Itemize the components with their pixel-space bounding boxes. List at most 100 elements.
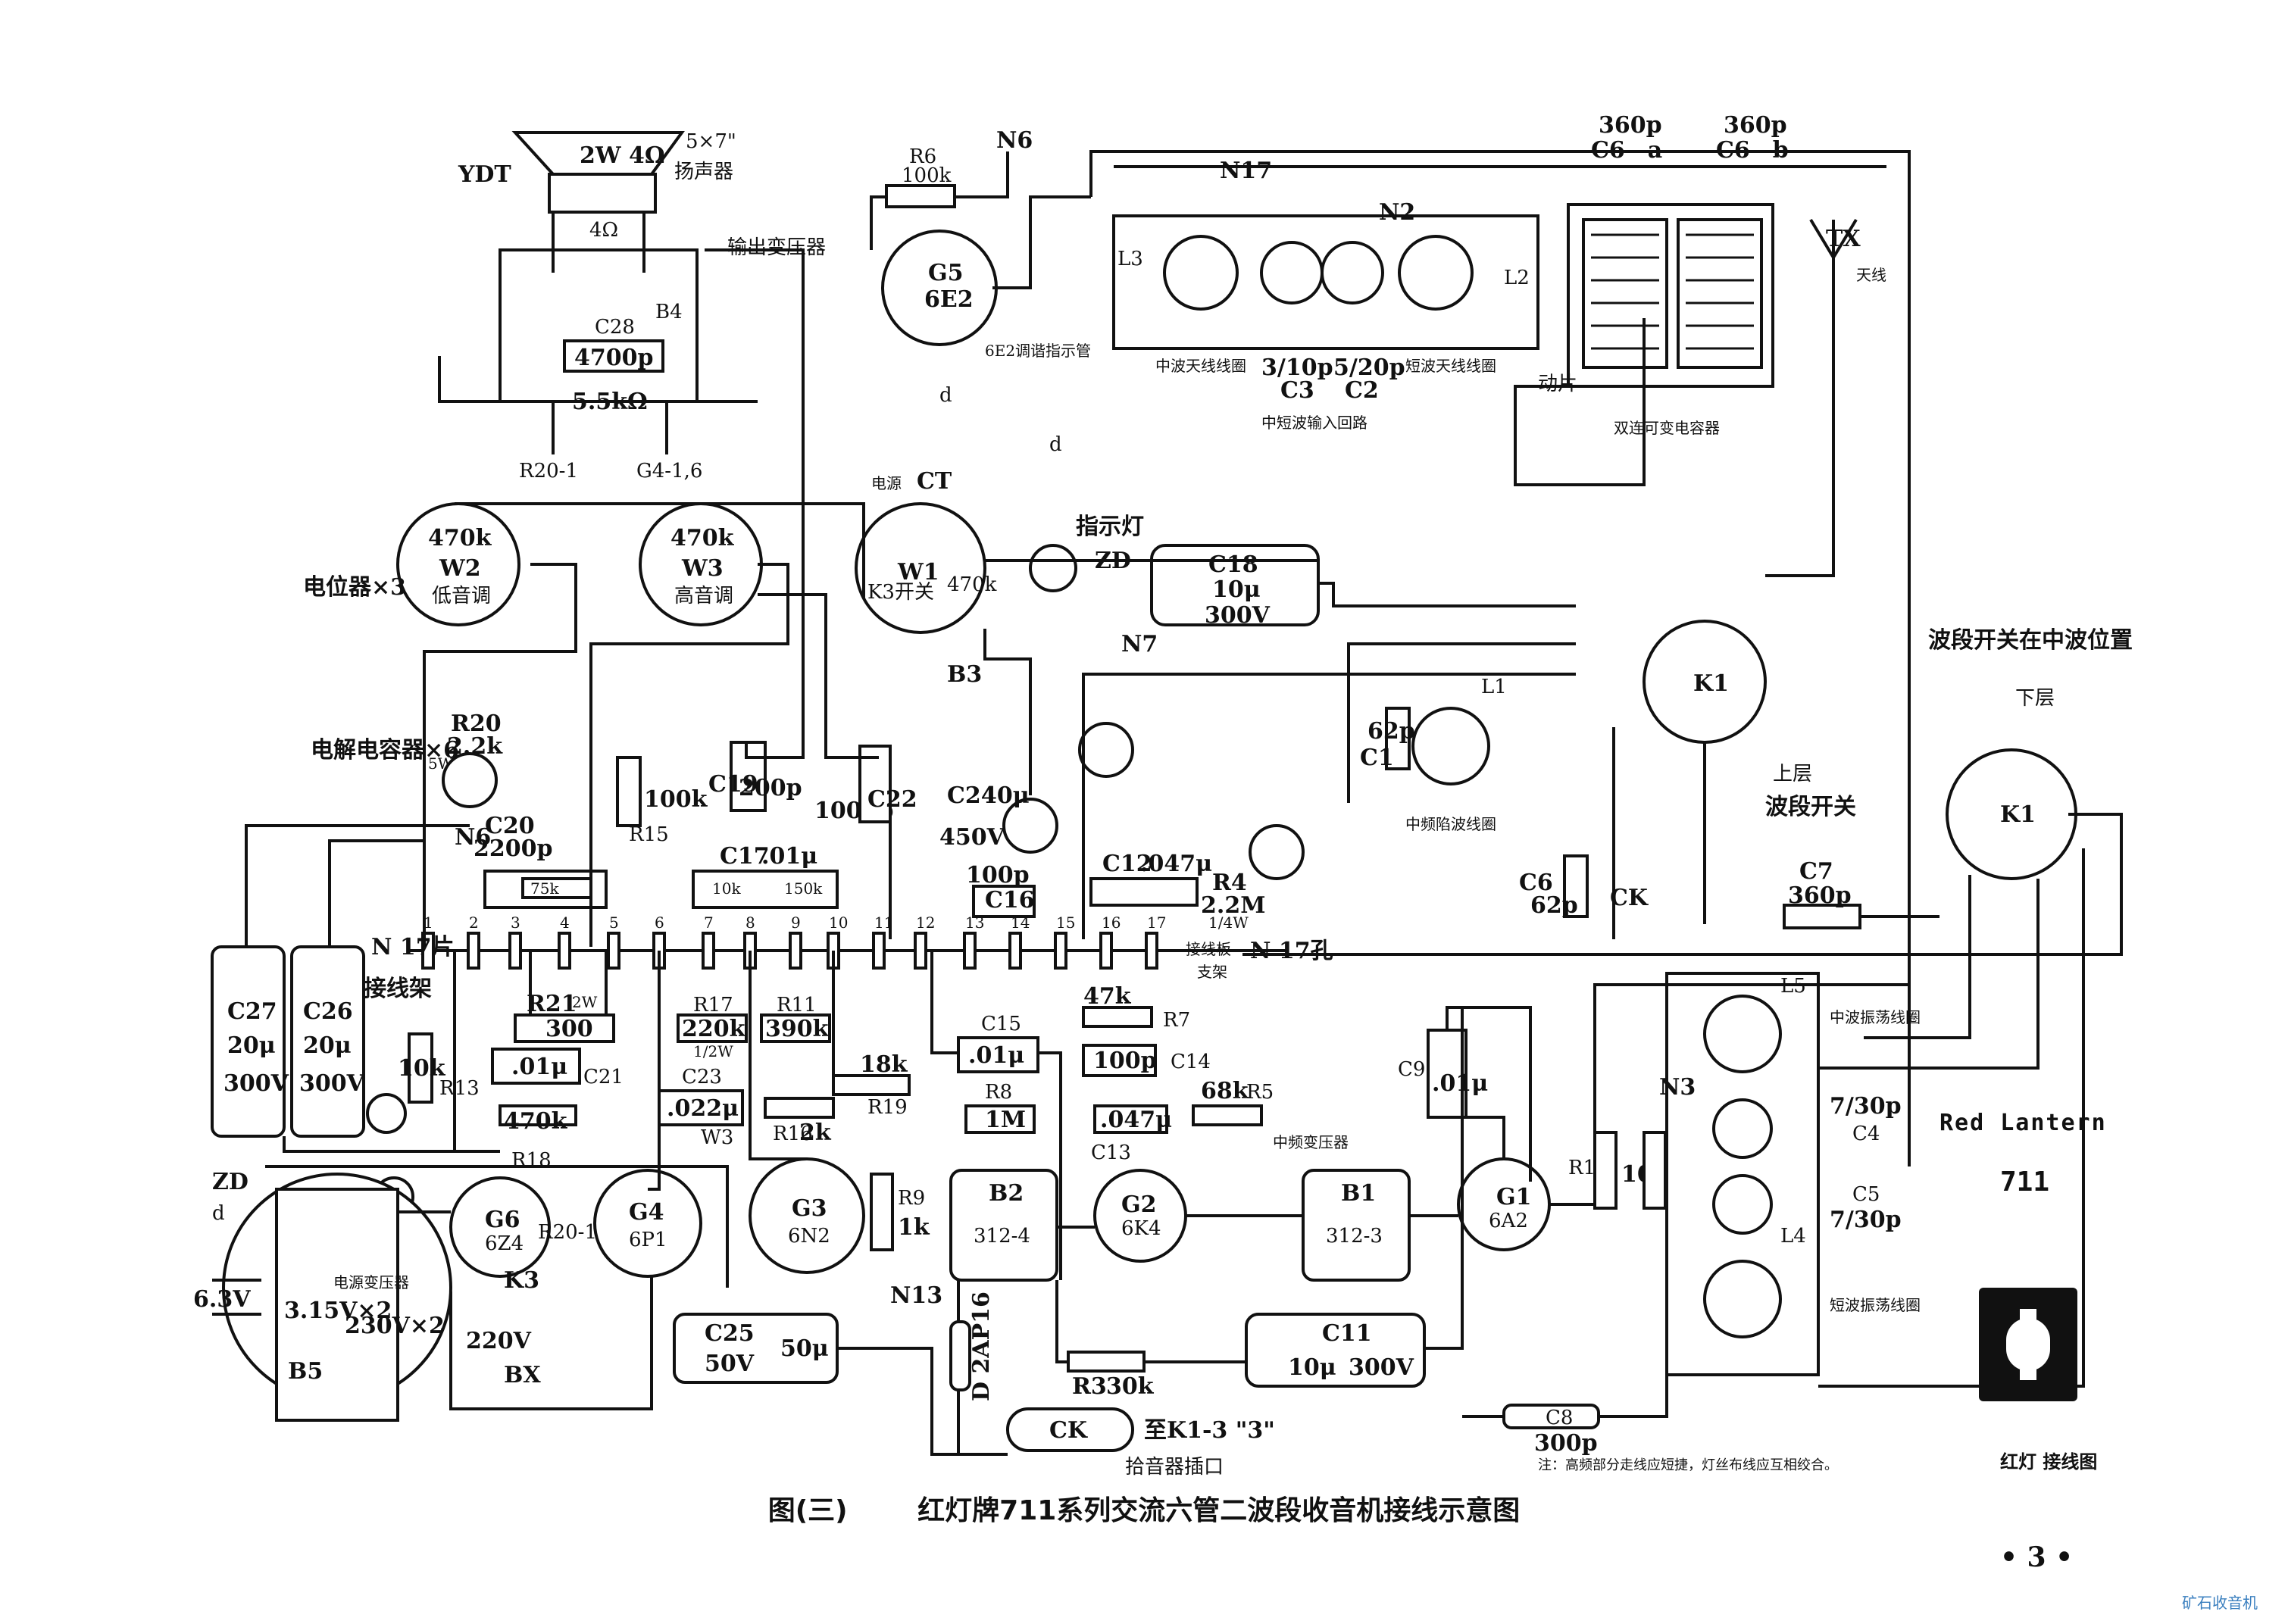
- r19-value: 18k: [860, 1051, 908, 1078]
- c22-label: C22: [867, 786, 917, 813]
- g5-label: G5: [928, 260, 964, 286]
- speaker-cn: 扬声器: [674, 161, 733, 183]
- c1-value: 62p: [1367, 718, 1415, 745]
- ct-label: CT: [917, 468, 952, 495]
- w1-label: W1: [897, 559, 939, 586]
- output-tx-label: 输出变压器: [727, 236, 826, 259]
- diode-d: D 2AP16: [949, 1291, 995, 1401]
- r3-value: 30k: [1106, 1373, 1155, 1400]
- k1-label: K1: [1693, 670, 1729, 697]
- pots-label: 电位器×3: [303, 574, 406, 601]
- c6-val-a: 360p: [1599, 112, 1662, 139]
- r13-value: 10k: [398, 1055, 446, 1082]
- g3-label: G3: [792, 1195, 827, 1222]
- terminal-lug: [872, 932, 886, 970]
- r8-label: R8: [985, 1081, 1012, 1104]
- b3-label: B3: [947, 661, 982, 688]
- c27-voltage: 300V: [223, 1070, 289, 1097]
- w2-cn: 低音调: [432, 585, 491, 607]
- r18-value: 470k: [504, 1108, 568, 1135]
- v230-label: 230V×2: [345, 1313, 445, 1339]
- r15-value: 100k: [644, 786, 708, 813]
- r1-label: R1: [1568, 1157, 1596, 1179]
- k3-label: K3开关: [867, 581, 934, 604]
- tube-g3: G3 6N2 N13 W3: [701, 1126, 942, 1309]
- r6-value: 100k: [902, 164, 952, 187]
- lantern-icon: [2006, 1318, 2050, 1371]
- c5-value: 7/30p: [1830, 1207, 1902, 1233]
- tube-g4: G4 6P1: [593, 1169, 702, 1278]
- c11-voltage: 300V: [1349, 1354, 1414, 1381]
- band-switch-upper: K1 上层 波段开关: [1643, 620, 1856, 820]
- terminal-lug: [607, 932, 620, 970]
- c15-value: .01μ: [968, 1042, 1024, 1069]
- lantern-logo: [1979, 1288, 2077, 1401]
- g4l-label: G4: [629, 1199, 664, 1226]
- b1-label: B1: [1341, 1180, 1376, 1207]
- d-label-2: d: [1049, 433, 1062, 456]
- n17-label: N17: [1220, 158, 1272, 184]
- c25: C25 50V 50μ: [673, 1313, 839, 1384]
- c15-label: C15: [981, 1013, 1021, 1035]
- pot-w1: W1 470k K3开关 CT 电源 B3: [855, 468, 997, 688]
- sw-osc-label: 短波振荡线圈: [1830, 1296, 1921, 1314]
- r7-label: R7: [1163, 1009, 1190, 1032]
- lower-passives: R21 2W 300 .01μ C21 10k R13 470k R18 R17…: [398, 983, 1274, 1172]
- moving-cn: 动片: [1538, 373, 1577, 395]
- c28-value: 4700p: [574, 345, 653, 371]
- r18-label: R18: [511, 1149, 552, 1172]
- n13-label: N13: [890, 1282, 942, 1309]
- g2-type: 6K4: [1121, 1217, 1161, 1240]
- terminal-number: 6: [655, 914, 664, 932]
- c26-voltage: 300V: [299, 1070, 365, 1097]
- terminal-number: 12: [916, 914, 935, 932]
- g4-type: 6P1: [629, 1229, 667, 1251]
- c8-label: C8: [1546, 1407, 1573, 1429]
- c9-label: C9: [1398, 1058, 1425, 1081]
- c27: C27 20μ 300V: [211, 945, 289, 1138]
- c25-label: C25: [705, 1320, 755, 1347]
- c4-value: 7/30p: [1830, 1093, 1902, 1120]
- terminal-lug: [963, 932, 977, 970]
- r9: R9 1k: [870, 1173, 930, 1251]
- c25-voltage: 50V: [705, 1351, 755, 1377]
- mw-osc-label: 中波振荡线圈: [1830, 1008, 1921, 1026]
- g6-type: 6Z4: [485, 1232, 524, 1255]
- terminal-lug: [914, 932, 927, 970]
- band-mw-label: 波段开关在中波位置: [1928, 627, 2133, 654]
- c12-r4-group: 100p C16 C12 .047μ R4 2.2M 1/4W: [966, 851, 1265, 932]
- n17pian-label: N 17片: [371, 934, 455, 960]
- r20-1-label: R20-1: [519, 460, 578, 483]
- r11c-label: R11: [777, 994, 817, 1017]
- n3-label: N3: [1659, 1074, 1696, 1101]
- c14-value: 100p: [1093, 1048, 1157, 1074]
- w3-value: 470k: [670, 525, 735, 551]
- n6-label: N6: [996, 127, 1033, 154]
- indicator-cn: 指示灯: [1076, 514, 1144, 540]
- output-transformer: 4Ω 输出变压器 B4 C28 4700p 5.5kΩ R20-1 G4-1,6: [439, 212, 826, 483]
- c6-val-b: 360p: [1724, 112, 1787, 139]
- lower-label: 下层: [2015, 687, 2055, 710]
- c20-label: C20: [485, 813, 535, 839]
- g5-type: 6E2: [924, 286, 974, 313]
- r11-value: 75k: [530, 879, 559, 898]
- k3b-label: K3: [504, 1267, 539, 1294]
- tube-g5: R6 100k N6 G5 6E2 6E2调谐指示管 d: [870, 127, 1091, 407]
- c11: C11 10μ 300V: [1245, 1313, 1426, 1388]
- terminal-number: 16: [1102, 914, 1121, 932]
- r8-value: 1M: [985, 1107, 1026, 1133]
- speaker: YDT 2W 4Ω 5×7" 扬声器: [458, 130, 736, 214]
- pickup-label: 拾音器插口: [1125, 1456, 1224, 1479]
- electro-label: 电解电容器×6: [311, 737, 459, 764]
- r16-value: 2k: [799, 1120, 832, 1146]
- l2-label: L2: [1504, 267, 1530, 289]
- terminal-number: 13: [965, 914, 984, 932]
- terminal-lug: [467, 932, 480, 970]
- n2-label: N2: [1379, 199, 1415, 226]
- c18-label: C18: [1208, 551, 1258, 578]
- terminal-lug: [558, 932, 571, 970]
- c24-value: 40μ: [981, 782, 1030, 809]
- c23-label: C23: [682, 1066, 722, 1088]
- c1-label: C1: [1360, 745, 1394, 771]
